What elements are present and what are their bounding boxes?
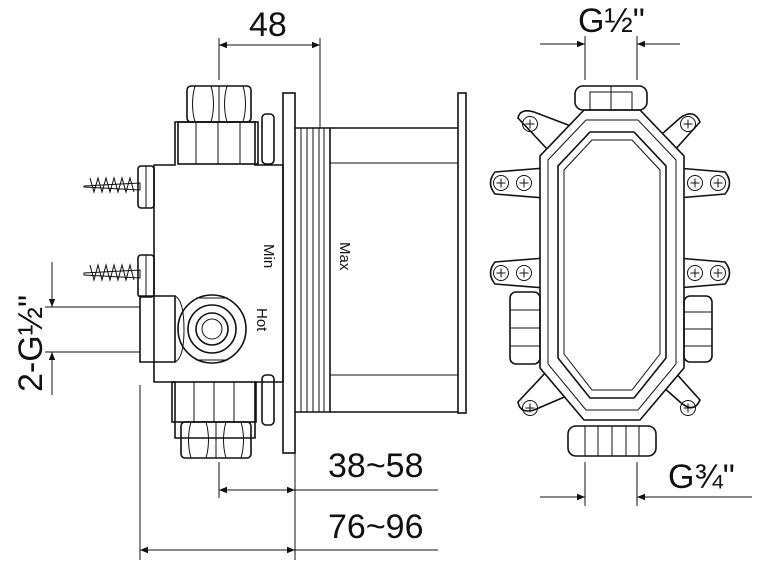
hot-label: Hot <box>253 308 270 332</box>
dimension-2-g12: 2-G½" <box>12 262 140 395</box>
screw-icon <box>522 400 538 416</box>
screw-icon <box>680 116 696 132</box>
dimension-g12-top: G½" <box>540 2 680 80</box>
top-connector <box>574 85 648 111</box>
screw-icon <box>493 265 509 281</box>
front-view: G½" G¾" <box>489 2 752 506</box>
ear-top-left <box>517 110 578 152</box>
dimension-g34-bottom: G¾" <box>540 458 752 506</box>
ear-right-lower <box>676 257 731 289</box>
side-stud-top <box>261 113 275 165</box>
right-connector <box>683 295 713 363</box>
screw-icon <box>516 175 532 191</box>
screw-icon <box>493 175 509 191</box>
max-label: Max <box>336 242 353 271</box>
side-view: Min Max Hot 48 38~58 76~96 <box>12 6 467 560</box>
left-connector <box>509 291 541 365</box>
ear-bottom-right <box>642 359 701 409</box>
valve-body <box>153 121 284 439</box>
dim-38-58-label: 38~58 <box>328 447 424 485</box>
ear-left-upper <box>489 167 546 199</box>
screw-icon <box>710 265 726 281</box>
top-nut <box>177 85 259 165</box>
mounting-screw-upper <box>83 165 155 209</box>
screw-icon <box>516 265 532 281</box>
ear-bottom-left <box>517 368 578 412</box>
screw-icon <box>522 116 538 132</box>
screw-icon <box>687 175 703 191</box>
dim-76-96-label: 76~96 <box>328 508 424 546</box>
dim-2-g12-label: 2-G½" <box>12 295 50 392</box>
bottom-nut <box>171 381 257 459</box>
side-stud-bottom <box>261 374 275 426</box>
mounting-screw-lower <box>83 254 155 298</box>
min-label: Min <box>260 244 277 268</box>
dimension-48: 48 <box>218 6 321 128</box>
hot-outlet <box>139 294 247 364</box>
ear-right-upper <box>676 167 731 199</box>
screw-icon <box>710 175 726 191</box>
dimension-76-96: 76~96 <box>139 385 438 560</box>
housing-inner <box>557 131 667 399</box>
ear-left-lower <box>489 257 546 289</box>
dim-48-label: 48 <box>249 6 287 44</box>
housing-mid <box>547 119 677 411</box>
ear-top-right <box>642 113 701 164</box>
dim-g34-bottom-label: G¾" <box>668 458 735 496</box>
bottom-connector <box>567 425 657 457</box>
sleeve <box>295 92 467 414</box>
screw-icon <box>687 265 703 281</box>
dim-g12-top-label: G½" <box>578 2 645 40</box>
wall-plate <box>282 92 296 454</box>
housing-outer <box>539 109 685 421</box>
dimension-38-58: 38~58 <box>218 418 438 498</box>
housing-inner-2 <box>563 139 661 391</box>
